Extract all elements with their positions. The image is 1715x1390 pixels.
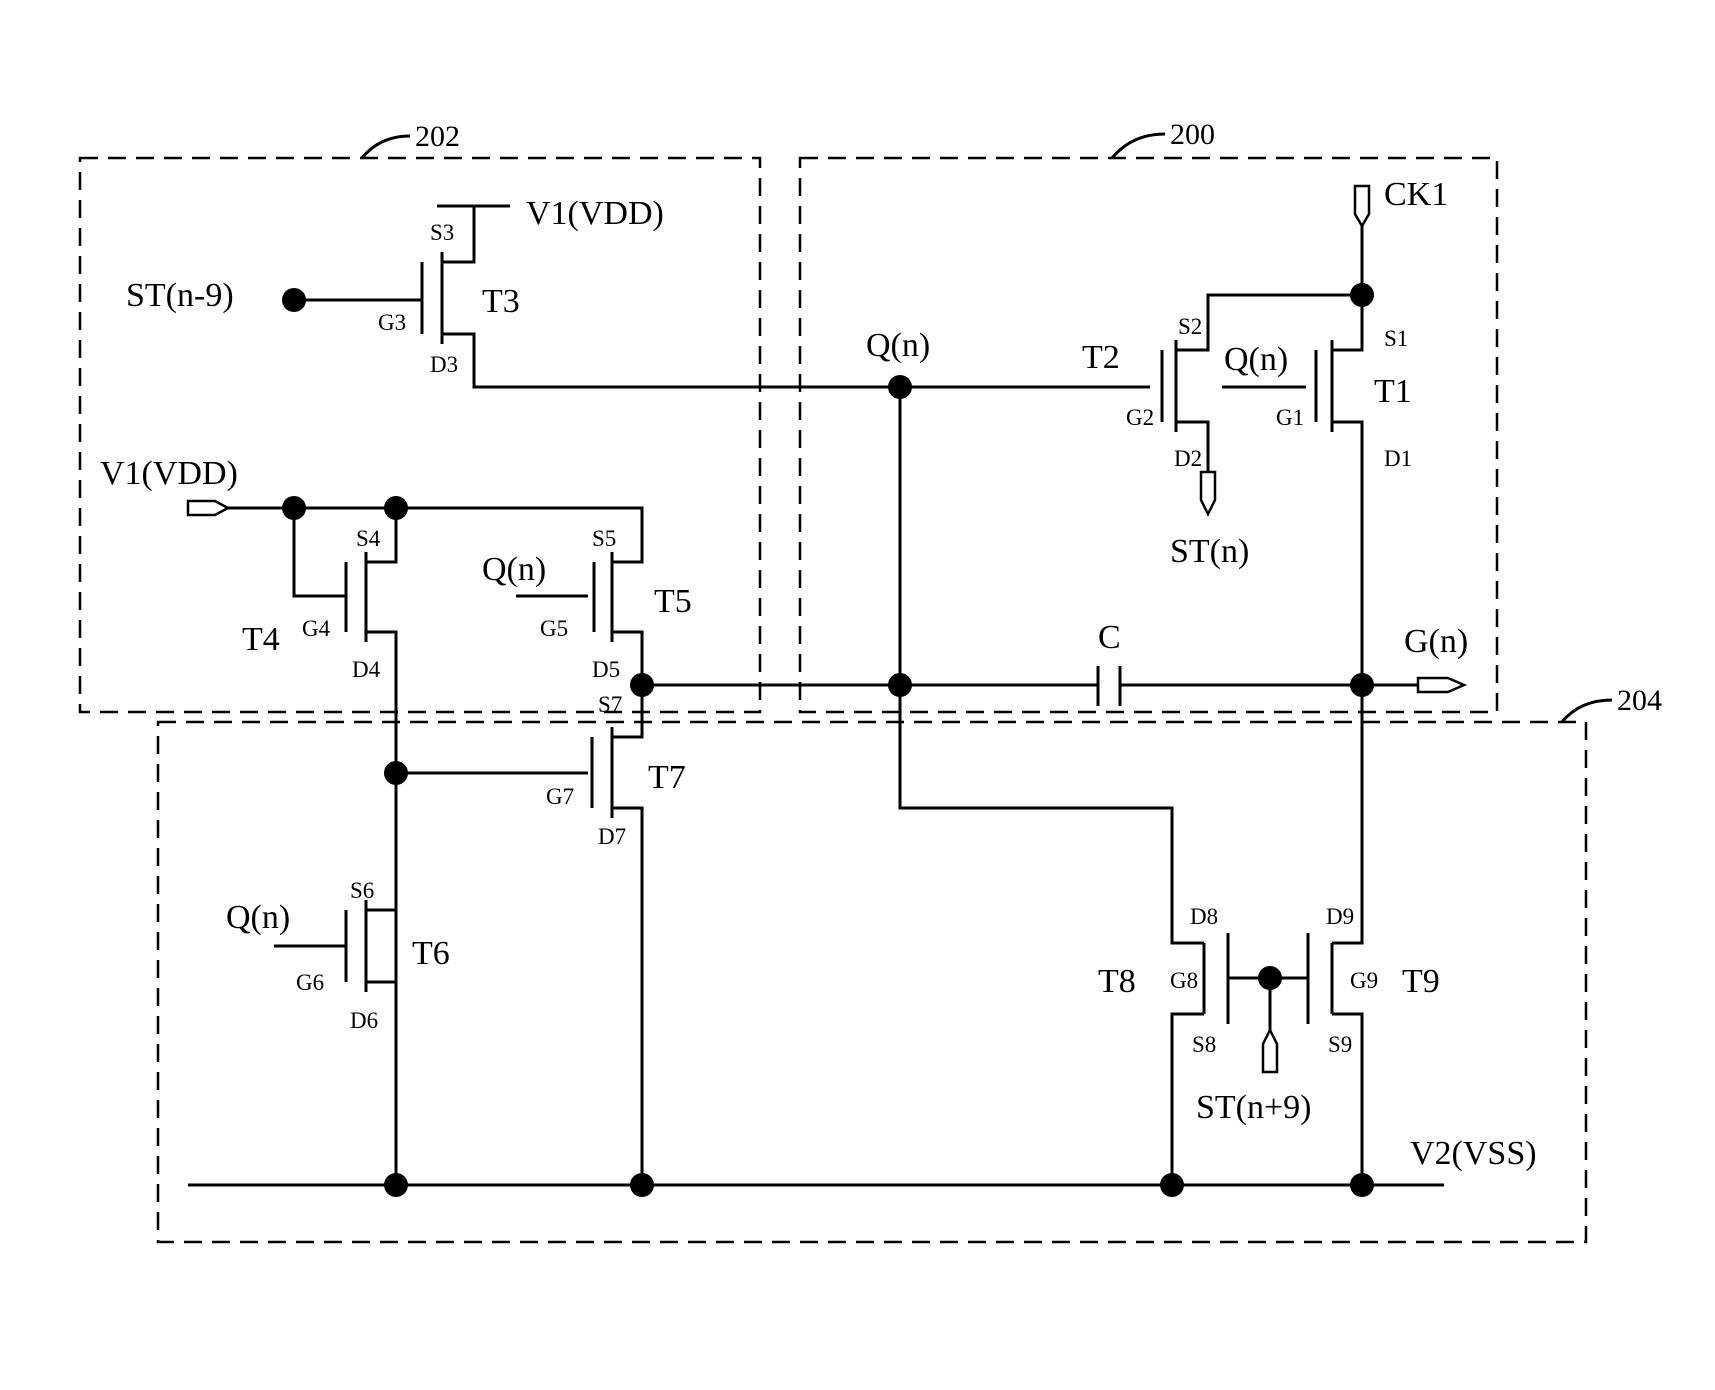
transistor-t6-label: T6 [412, 935, 450, 972]
svg-text:G9: G9 [1350, 968, 1378, 993]
port-ck1 [1355, 186, 1369, 226]
svg-text:G3: G3 [378, 310, 406, 335]
svg-text:D8: D8 [1190, 904, 1218, 929]
signal-st-next: ST(n+9) [1196, 1089, 1312, 1126]
junction-d5 [630, 673, 654, 697]
junction-vss-2 [630, 1173, 654, 1197]
signal-g-out: G(n) [1404, 623, 1468, 660]
signal-q-t6: Q(n) [226, 899, 290, 936]
region-204-label: 204 [1617, 684, 1662, 717]
signal-q-node: Q(n) [866, 327, 930, 364]
signal-vdd-top: V1(VDD) [526, 195, 664, 232]
transistor-t3-label: T3 [482, 283, 520, 320]
signal-st-prev: ST(n-9) [126, 277, 234, 314]
port-st-out [1201, 472, 1215, 514]
transistor-t4: T4 G4 S4 D4 [242, 526, 381, 682]
svg-text:S8: S8 [1192, 1032, 1216, 1057]
region-202-leader [362, 136, 410, 158]
transistor-t2-label: T2 [1082, 339, 1120, 376]
transistor-t7: T7 G7 S7 D7 [546, 692, 686, 849]
port-st-next [1263, 1030, 1277, 1072]
junction-q-node [888, 375, 912, 399]
junction-d4 [384, 761, 408, 785]
svg-text:G7: G7 [546, 784, 574, 809]
region-202-label: 202 [415, 120, 460, 153]
svg-text:D4: D4 [352, 657, 381, 682]
svg-text:G1: G1 [1276, 405, 1304, 430]
junction-st-next [1258, 966, 1282, 990]
svg-text:S3: S3 [430, 220, 454, 245]
signal-labels: V1(VDD) ST(n-9) CK1 Q(n) Q(n) ST(n) V1(V… [100, 176, 1537, 1172]
junction-q-cap [888, 673, 912, 697]
svg-text:S5: S5 [592, 526, 616, 551]
signal-st-out: ST(n) [1170, 533, 1249, 570]
transistor-t8-label: T8 [1098, 963, 1136, 1000]
signal-vdd-left: V1(VDD) [100, 455, 238, 492]
transistor-t5: T5 G5 S5 D5 [540, 526, 692, 682]
junction-st-prev [282, 288, 306, 312]
svg-text:D9: D9 [1326, 904, 1354, 929]
transistor-t8: T8 G8 S8 D8 [1098, 904, 1228, 1057]
svg-text:G2: G2 [1126, 405, 1154, 430]
transistor-t9: T9 G9 S9 D9 [1308, 904, 1440, 1057]
svg-text:S2: S2 [1178, 314, 1202, 339]
svg-text:G6: G6 [296, 970, 324, 995]
svg-text:G4: G4 [302, 616, 331, 641]
junction-vss-1 [384, 1173, 408, 1197]
port-vdd-left [188, 501, 228, 515]
svg-text:S4: S4 [356, 526, 381, 551]
svg-text:G8: G8 [1170, 968, 1198, 993]
capacitor-label: C [1098, 619, 1121, 656]
region-200-label: 200 [1170, 118, 1215, 151]
junction-vdd-2 [384, 496, 408, 520]
capacitor-c: C [1098, 619, 1121, 706]
svg-text:D7: D7 [598, 824, 626, 849]
region-204-leader [1562, 700, 1612, 722]
transistor-t9-label: T9 [1402, 963, 1440, 1000]
signal-q-t5: Q(n) [482, 551, 546, 588]
signal-q-t1: Q(n) [1224, 341, 1288, 378]
svg-text:S9: S9 [1328, 1032, 1352, 1057]
transistor-t1-label: T1 [1374, 373, 1412, 410]
signal-ck1: CK1 [1384, 176, 1448, 213]
signal-vss: V2(VSS) [1410, 1135, 1537, 1172]
svg-text:S7: S7 [598, 692, 622, 717]
junction-vdd-1 [282, 496, 306, 520]
junction-g-out [1350, 673, 1374, 697]
transistor-t6: T6 G6 S6 D6 [296, 878, 450, 1033]
transistor-t7-label: T7 [648, 759, 686, 796]
svg-text:D5: D5 [592, 657, 620, 682]
svg-text:D6: D6 [350, 1008, 378, 1033]
svg-text:D1: D1 [1384, 446, 1412, 471]
transistor-t4-label: T4 [242, 621, 280, 658]
svg-text:S1: S1 [1384, 326, 1408, 351]
svg-text:S6: S6 [350, 878, 374, 903]
svg-text:G5: G5 [540, 616, 568, 641]
transistor-t2: T2 G2 S2 D2 [1082, 314, 1202, 471]
junction-ck1 [1350, 283, 1374, 307]
junction-dots [282, 283, 1374, 1197]
region-200-leader [1112, 134, 1165, 158]
junction-vss-3 [1160, 1173, 1184, 1197]
transistor-t1: T1 G1 S1 D1 [1276, 326, 1412, 471]
transistor-t5-label: T5 [654, 583, 692, 620]
port-g-out [1418, 678, 1464, 692]
svg-text:D2: D2 [1174, 446, 1202, 471]
svg-text:D3: D3 [430, 352, 458, 377]
junction-vss-4 [1350, 1173, 1374, 1197]
